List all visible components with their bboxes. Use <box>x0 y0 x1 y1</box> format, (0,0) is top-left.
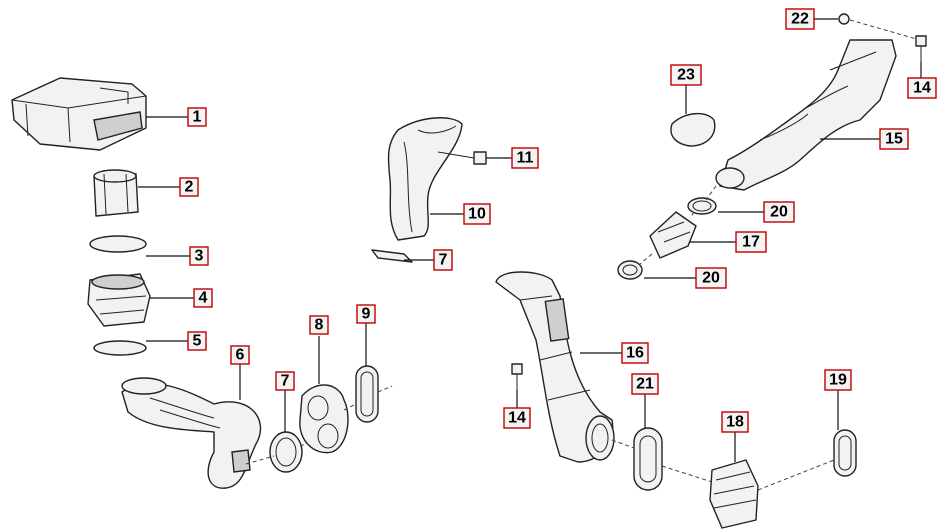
svg-text:21: 21 <box>636 376 654 393</box>
axis-line-right <box>611 439 835 491</box>
svg-text:17: 17 <box>742 234 760 251</box>
part-9-seal <box>355 365 379 423</box>
svg-text:16: 16 <box>626 345 644 362</box>
svg-text:20: 20 <box>702 270 720 287</box>
svg-text:7: 7 <box>439 252 448 269</box>
part-14-bolt-left <box>511 363 523 390</box>
part-19-seal <box>833 429 857 477</box>
part-20-clamp-upper <box>687 197 717 215</box>
svg-text:15: 15 <box>885 131 903 148</box>
callout-1: 1 <box>187 107 207 127</box>
part-17-connector <box>649 211 697 259</box>
callout-14-left: 14 <box>503 407 531 429</box>
svg-text:2: 2 <box>185 179 194 196</box>
callout-23: 23 <box>670 64 702 86</box>
svg-text:9: 9 <box>362 306 371 323</box>
svg-text:10: 10 <box>468 206 486 223</box>
callout-6: 6 <box>230 345 250 365</box>
callout-17: 17 <box>735 231 767 253</box>
part-10-duct <box>387 117 463 241</box>
part-23-cap <box>670 113 716 147</box>
svg-text:8: 8 <box>315 317 324 334</box>
svg-text:22: 22 <box>791 11 809 28</box>
callout-7-middle: 7 <box>433 249 453 271</box>
callout-20-upper: 20 <box>763 201 795 223</box>
part-6-hose <box>121 377 262 489</box>
part-4-adapter <box>87 273 151 327</box>
callout-19: 19 <box>824 369 852 391</box>
svg-text:20: 20 <box>770 204 788 221</box>
callout-22: 22 <box>785 8 815 30</box>
svg-text:11: 11 <box>517 150 534 167</box>
svg-text:7: 7 <box>281 373 290 390</box>
callout-14-right: 14 <box>907 77 937 99</box>
svg-text:14: 14 <box>508 410 526 427</box>
part-15-snorkel <box>715 39 897 191</box>
svg-text:18: 18 <box>726 414 744 431</box>
part-16-long-duct <box>495 271 615 463</box>
svg-text:1: 1 <box>193 109 202 126</box>
callout-9: 9 <box>356 304 376 324</box>
part-20-clamp-lower <box>617 260 643 280</box>
svg-text:5: 5 <box>193 333 202 350</box>
axis-line-snorkel <box>639 185 717 265</box>
callout-18: 18 <box>721 411 749 433</box>
callout-5: 5 <box>187 331 207 351</box>
callout-3: 3 <box>189 246 209 266</box>
callout-11: 11 <box>511 147 539 169</box>
svg-text:3: 3 <box>195 248 204 265</box>
part-21-seal <box>633 427 663 491</box>
part-1-air-box <box>11 77 147 151</box>
callout-10: 10 <box>463 203 491 225</box>
part-3-ring <box>89 235 147 253</box>
part-11-screw <box>437 151 487 165</box>
part-2-sleeve <box>93 169 139 217</box>
part-22-nut <box>838 13 850 25</box>
svg-text:23: 23 <box>677 67 695 84</box>
callout-20-lower: 20 <box>695 267 727 289</box>
svg-text:4: 4 <box>199 290 208 307</box>
part-8-boot <box>299 384 349 454</box>
callout-7-left: 7 <box>275 371 295 391</box>
callout-2: 2 <box>179 177 199 197</box>
callout-16: 16 <box>621 342 649 364</box>
callout-15: 15 <box>879 128 909 150</box>
part-7-clamp-left <box>269 431 303 473</box>
callout-4: 4 <box>193 288 213 308</box>
svg-text:14: 14 <box>913 80 931 97</box>
part-7-clip-middle <box>371 249 413 263</box>
part-14-bolt-right <box>915 35 927 62</box>
axis-line-top <box>849 19 921 41</box>
part-5-gasket <box>93 340 147 356</box>
part-18-filter <box>709 459 759 529</box>
callout-8: 8 <box>309 315 329 335</box>
axis-line-left <box>245 385 393 465</box>
callout-21: 21 <box>631 373 659 395</box>
svg-text:6: 6 <box>236 347 245 364</box>
leader-lines <box>138 18 922 462</box>
svg-text:19: 19 <box>829 372 847 389</box>
